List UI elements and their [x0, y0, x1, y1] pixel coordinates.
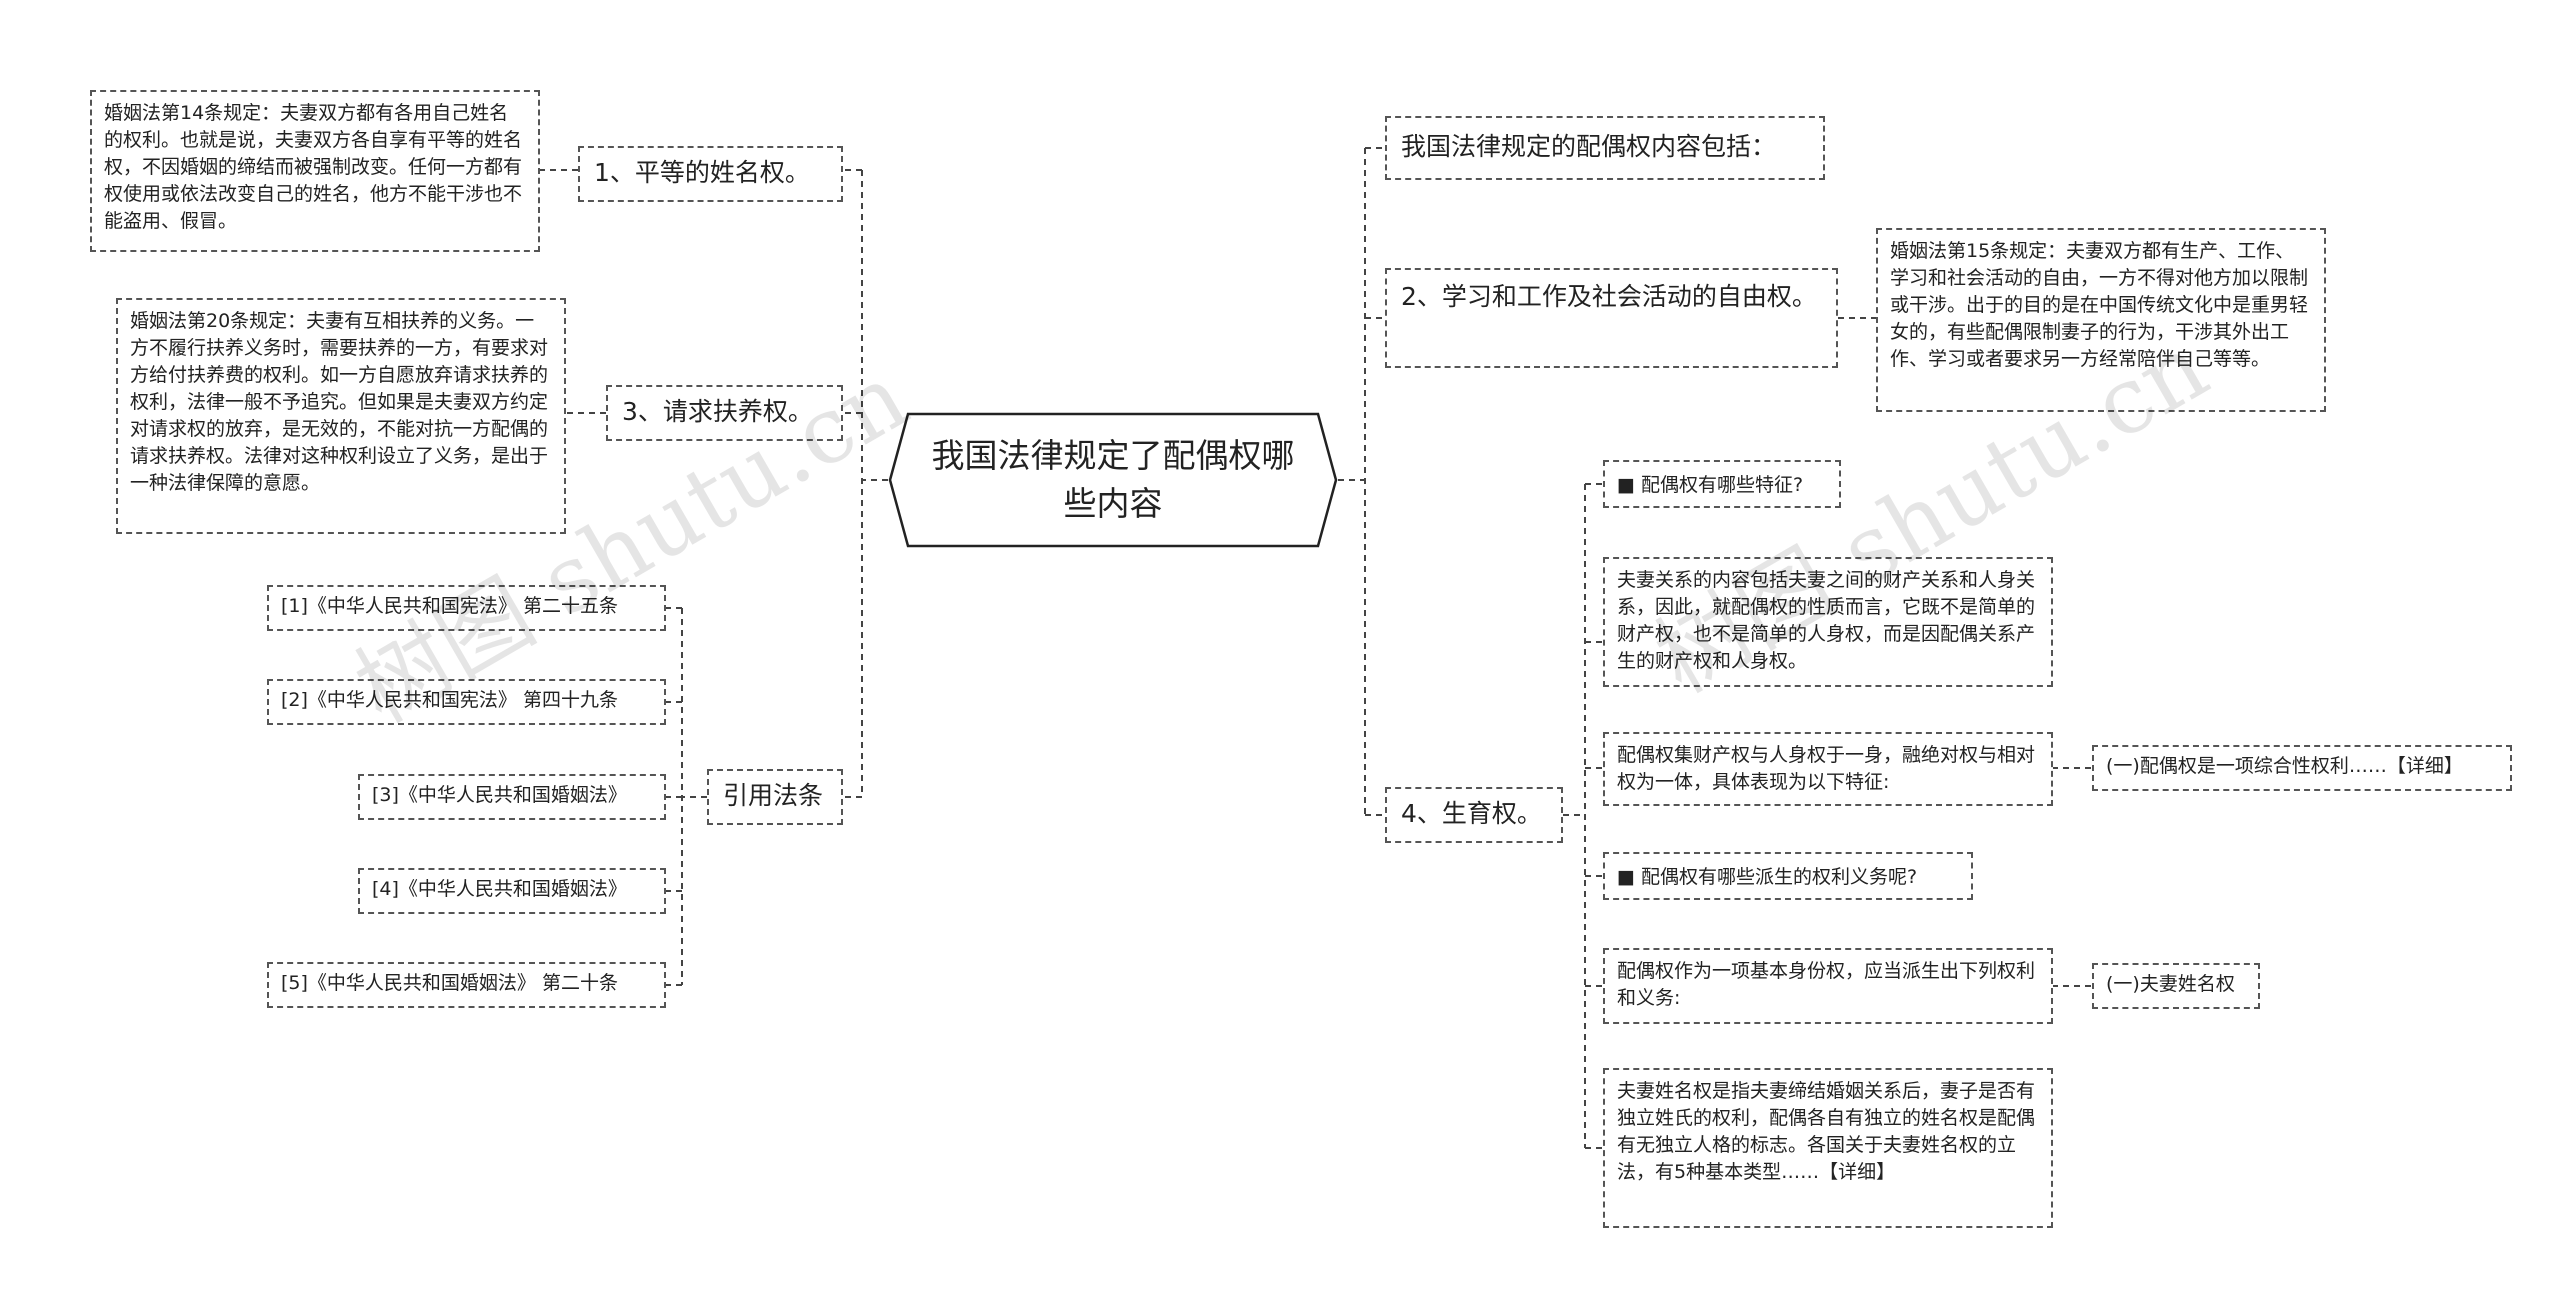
question-features-node[interactable]: ■ 配偶权有哪些特征? — [1603, 460, 1841, 508]
derived-detail-box[interactable]: 配偶权作为一项基本身份权，应当派生出下列权利和义务: — [1603, 948, 2053, 1024]
comprehensive-right-text: (一)配偶权是一项综合性权利……【详细】 — [2106, 755, 2463, 777]
question-derived-text: ■ 配偶权有哪些派生的权利义务呢? — [1617, 866, 1918, 888]
intro-branch-node[interactable]: 我国法律规定的配偶权内容包括： — [1385, 116, 1825, 180]
citation-item[interactable]: [3]《中华人民共和国婚姻法》 — [358, 774, 666, 820]
spouse-surname-text: (一)夫妻姓名权 — [2106, 973, 2235, 995]
nature-detail-text: 夫妻关系的内容包括夫妻之间的财产关系和人身关系，因此，就配偶权的性质而言，它既不… — [1617, 569, 2036, 672]
comprehensive-right-link[interactable]: (一)配偶权是一项综合性权利……【详细】 — [2092, 745, 2512, 791]
features-detail-box[interactable]: 配偶权集财产权与人身权于一身，融绝对权与相对权为一体，具体表现为以下特征: — [1603, 732, 2053, 806]
birth-branch-label: 4、生育权。 — [1401, 799, 1542, 828]
root-hexagon-shape — [888, 412, 1338, 548]
support-branch-node[interactable]: 3、请求扶养权。 — [606, 385, 843, 441]
question-derived-node[interactable]: ■ 配偶权有哪些派生的权利义务呢? — [1603, 852, 1973, 900]
citation-item-text: [5]《中华人民共和国婚姻法》 第二十条 — [281, 972, 618, 994]
nature-detail-box[interactable]: 夫妻关系的内容包括夫妻之间的财产关系和人身关系，因此，就配偶权的性质而言，它既不… — [1603, 557, 2053, 687]
derived-detail-text: 配偶权作为一项基本身份权，应当派生出下列权利和义务: — [1617, 960, 2036, 1009]
intro-branch-label: 我国法律规定的配偶权内容包括： — [1401, 132, 1777, 161]
support-detail-box[interactable]: 婚姻法第20条规定：夫妻有互相扶养的义务。一方不履行扶养义务时，需要扶养的一方，… — [116, 298, 566, 534]
citation-item-text: [2]《中华人民共和国宪法》 第四十九条 — [281, 689, 618, 711]
question-features-text: ■ 配偶权有哪些特征? — [1617, 474, 1804, 496]
citation-item[interactable]: [1]《中华人民共和国宪法》 第二十五条 — [267, 585, 666, 631]
root-title: 我国法律规定了配偶权哪些内容 — [931, 436, 1295, 523]
features-detail-text: 配偶权集财产权与人身权于一身，融绝对权与相对权为一体，具体表现为以下特征: — [1617, 744, 2036, 793]
surname-detail-text: 婚姻法第14条规定：夫妻双方都有各用自己姓名的权利。也就是说，夫妻双方各自享有平… — [104, 102, 523, 232]
citation-item[interactable]: [4]《中华人民共和国婚姻法》 — [358, 868, 666, 914]
study-work-detail-text: 婚姻法第15条规定：夫妻双方都有生产、工作、学习和社会活动的自由，一方不得对他方… — [1890, 240, 2309, 370]
citation-item-text: [3]《中华人民共和国婚姻法》 — [372, 784, 627, 806]
support-branch-label: 3、请求扶养权。 — [622, 397, 813, 426]
study-work-branch-node[interactable]: 2、学习和工作及社会活动的自由权。 — [1385, 268, 1838, 368]
surname-right-detail-text: 夫妻姓名权是指夫妻缔结婚姻关系后，妻子是否有独立姓氏的权利，配偶各自有独立的姓名… — [1617, 1080, 2036, 1183]
root-node[interactable]: 我国法律规定了配偶权哪些内容 — [888, 412, 1338, 548]
study-work-branch-label: 2、学习和工作及社会活动的自由权。 — [1401, 282, 1817, 311]
surname-branch-label: 1、平等的姓名权。 — [594, 158, 810, 187]
citations-branch-node[interactable]: 引用法条 — [707, 769, 843, 825]
spouse-surname-link[interactable]: (一)夫妻姓名权 — [2092, 963, 2260, 1009]
citation-item[interactable]: [5]《中华人民共和国婚姻法》 第二十条 — [267, 962, 666, 1008]
citation-item-text: [4]《中华人民共和国婚姻法》 — [372, 878, 627, 900]
surname-branch-node[interactable]: 1、平等的姓名权。 — [578, 146, 843, 202]
support-detail-text: 婚姻法第20条规定：夫妻有互相扶养的义务。一方不履行扶养义务时，需要扶养的一方，… — [130, 310, 549, 494]
citation-item-text: [1]《中华人民共和国宪法》 第二十五条 — [281, 595, 618, 617]
study-work-detail-box[interactable]: 婚姻法第15条规定：夫妻双方都有生产、工作、学习和社会活动的自由，一方不得对他方… — [1876, 228, 2326, 412]
citations-branch-label: 引用法条 — [723, 781, 824, 810]
surname-detail-box[interactable]: 婚姻法第14条规定：夫妻双方都有各用自己姓名的权利。也就是说，夫妻双方各自享有平… — [90, 90, 540, 252]
birth-branch-node[interactable]: 4、生育权。 — [1385, 787, 1563, 843]
citation-item[interactable]: [2]《中华人民共和国宪法》 第四十九条 — [267, 679, 666, 725]
surname-right-detail-box[interactable]: 夫妻姓名权是指夫妻缔结婚姻关系后，妻子是否有独立姓氏的权利，配偶各自有独立的姓名… — [1603, 1068, 2053, 1228]
